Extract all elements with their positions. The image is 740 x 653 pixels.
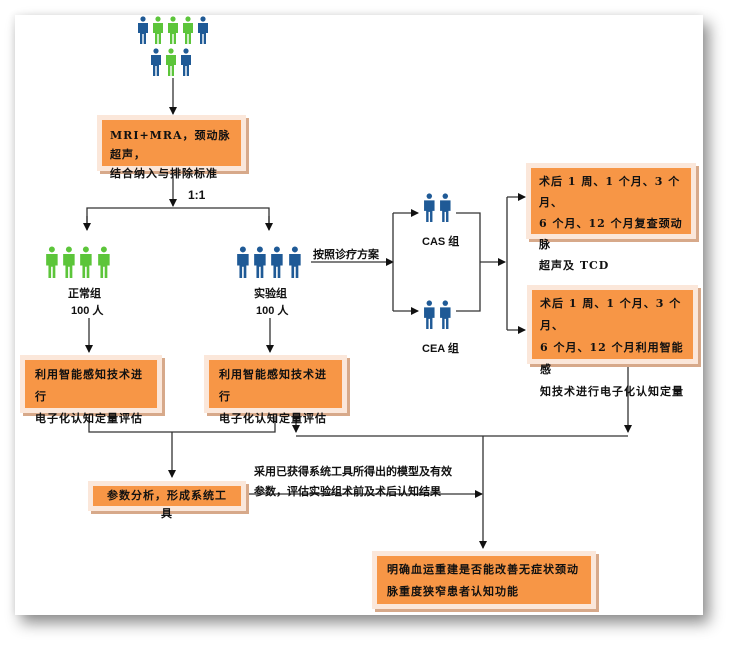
model-line1: 采用已获得系统工具所得出的模型及有效 — [254, 465, 452, 478]
normal-group-name: 正常组 — [68, 287, 101, 300]
followup1-line1: 术后 1 周、1 个月、3 个月、 — [539, 175, 681, 209]
normal-group-count: 100 人 — [71, 305, 104, 317]
screening-line2: 结合纳入与排除标准 — [110, 167, 218, 180]
followup1-line2: 6 个月、12 个月复查颈动脉 — [539, 217, 683, 251]
assess-exp-line2: 电子化认知定量评估 — [219, 412, 327, 425]
assess-exp-line1: 利用智能感知技术进行 — [219, 368, 327, 403]
assess-box-experiment: 利用智能感知技术进行 电子化认知定量评估 — [204, 355, 347, 425]
person-icon — [80, 246, 93, 279]
followup2-line3: 知技术进行电子化认知定量 — [540, 385, 684, 398]
person-icon — [439, 193, 451, 223]
experiment-group-icons — [236, 246, 305, 282]
cea-group-name: CEA 组 — [422, 343, 459, 355]
person-icon — [183, 16, 193, 44]
assess-normal-line1: 利用智能感知技术进行 — [35, 368, 143, 403]
top-group-row2 — [150, 48, 195, 80]
top-group-row1 — [137, 16, 212, 48]
analysis-box: 参数分析，形成系统工具 — [88, 481, 246, 520]
followup2-line1: 术后 1 周、1 个月、3 个月、 — [540, 297, 682, 332]
person-icon — [439, 300, 451, 330]
split-line — [86, 207, 270, 226]
person-icon — [166, 48, 176, 76]
followup-box-ultrasound: 术后 1 周、1 个月、3 个月、 6 个月、12 个月复查颈动脉 超声及 TC… — [526, 163, 696, 272]
person-icon — [237, 246, 249, 279]
normal-group-icons — [45, 246, 114, 282]
person-icon — [168, 16, 178, 44]
screening-line1: MRI+MRA，颈动脉超声， — [110, 129, 231, 161]
ratio-label: 1:1 — [188, 188, 206, 202]
experiment-group-count: 100 人 — [256, 305, 289, 317]
conclusion-line2: 脉重度狭窄患者认知功能 — [387, 585, 519, 598]
cea-group-icons — [423, 300, 454, 333]
person-icon — [151, 48, 161, 76]
model-label: 采用已获得系统工具所得出的模型及有效 参数，评估实验组术前及术后认知结果 — [254, 462, 452, 502]
person-icon — [424, 300, 435, 330]
followup1-line3: 超声及 TCD — [539, 259, 610, 272]
followup-box-cognitive: 术后 1 周、1 个月、3 个月、 6 个月、12 个月利用智能感 知技术进行电… — [527, 285, 698, 398]
model-line2: 参数，评估实验组术前及术后认知结果 — [254, 485, 441, 498]
conclusion-box: 明确血运重建是否能改善无症状颈动 脉重度狭窄患者认知功能 — [372, 551, 596, 609]
conclusion-line1: 明确血运重建是否能改善无症状颈动 — [387, 563, 579, 576]
cas-group-icons — [423, 193, 454, 226]
followup2-line2: 6 个月、12 个月利用智能感 — [540, 341, 684, 376]
screening-box: MRI+MRA，颈动脉超声， 结合纳入与排除标准 — [97, 115, 246, 180]
person-icon — [153, 16, 163, 44]
person-icon — [63, 246, 75, 279]
assess-normal-line2: 电子化认知定量评估 — [35, 412, 143, 425]
person-icon — [181, 48, 191, 76]
person-icon — [271, 246, 284, 279]
person-icon — [424, 193, 435, 223]
person-icon — [198, 16, 208, 44]
person-icon — [97, 246, 110, 279]
person-icon — [138, 16, 148, 44]
experiment-group-name: 实验组 — [254, 287, 287, 300]
assess-box-normal: 利用智能感知技术进行 电子化认知定量评估 — [20, 355, 162, 425]
person-icon — [46, 246, 58, 279]
treatment-label: 按照诊疗方案 — [313, 248, 379, 261]
cas-group-name: CAS 组 — [422, 236, 460, 248]
person-icon — [288, 246, 301, 279]
analysis-text: 参数分析，形成系统工具 — [107, 489, 227, 520]
person-icon — [254, 246, 266, 279]
